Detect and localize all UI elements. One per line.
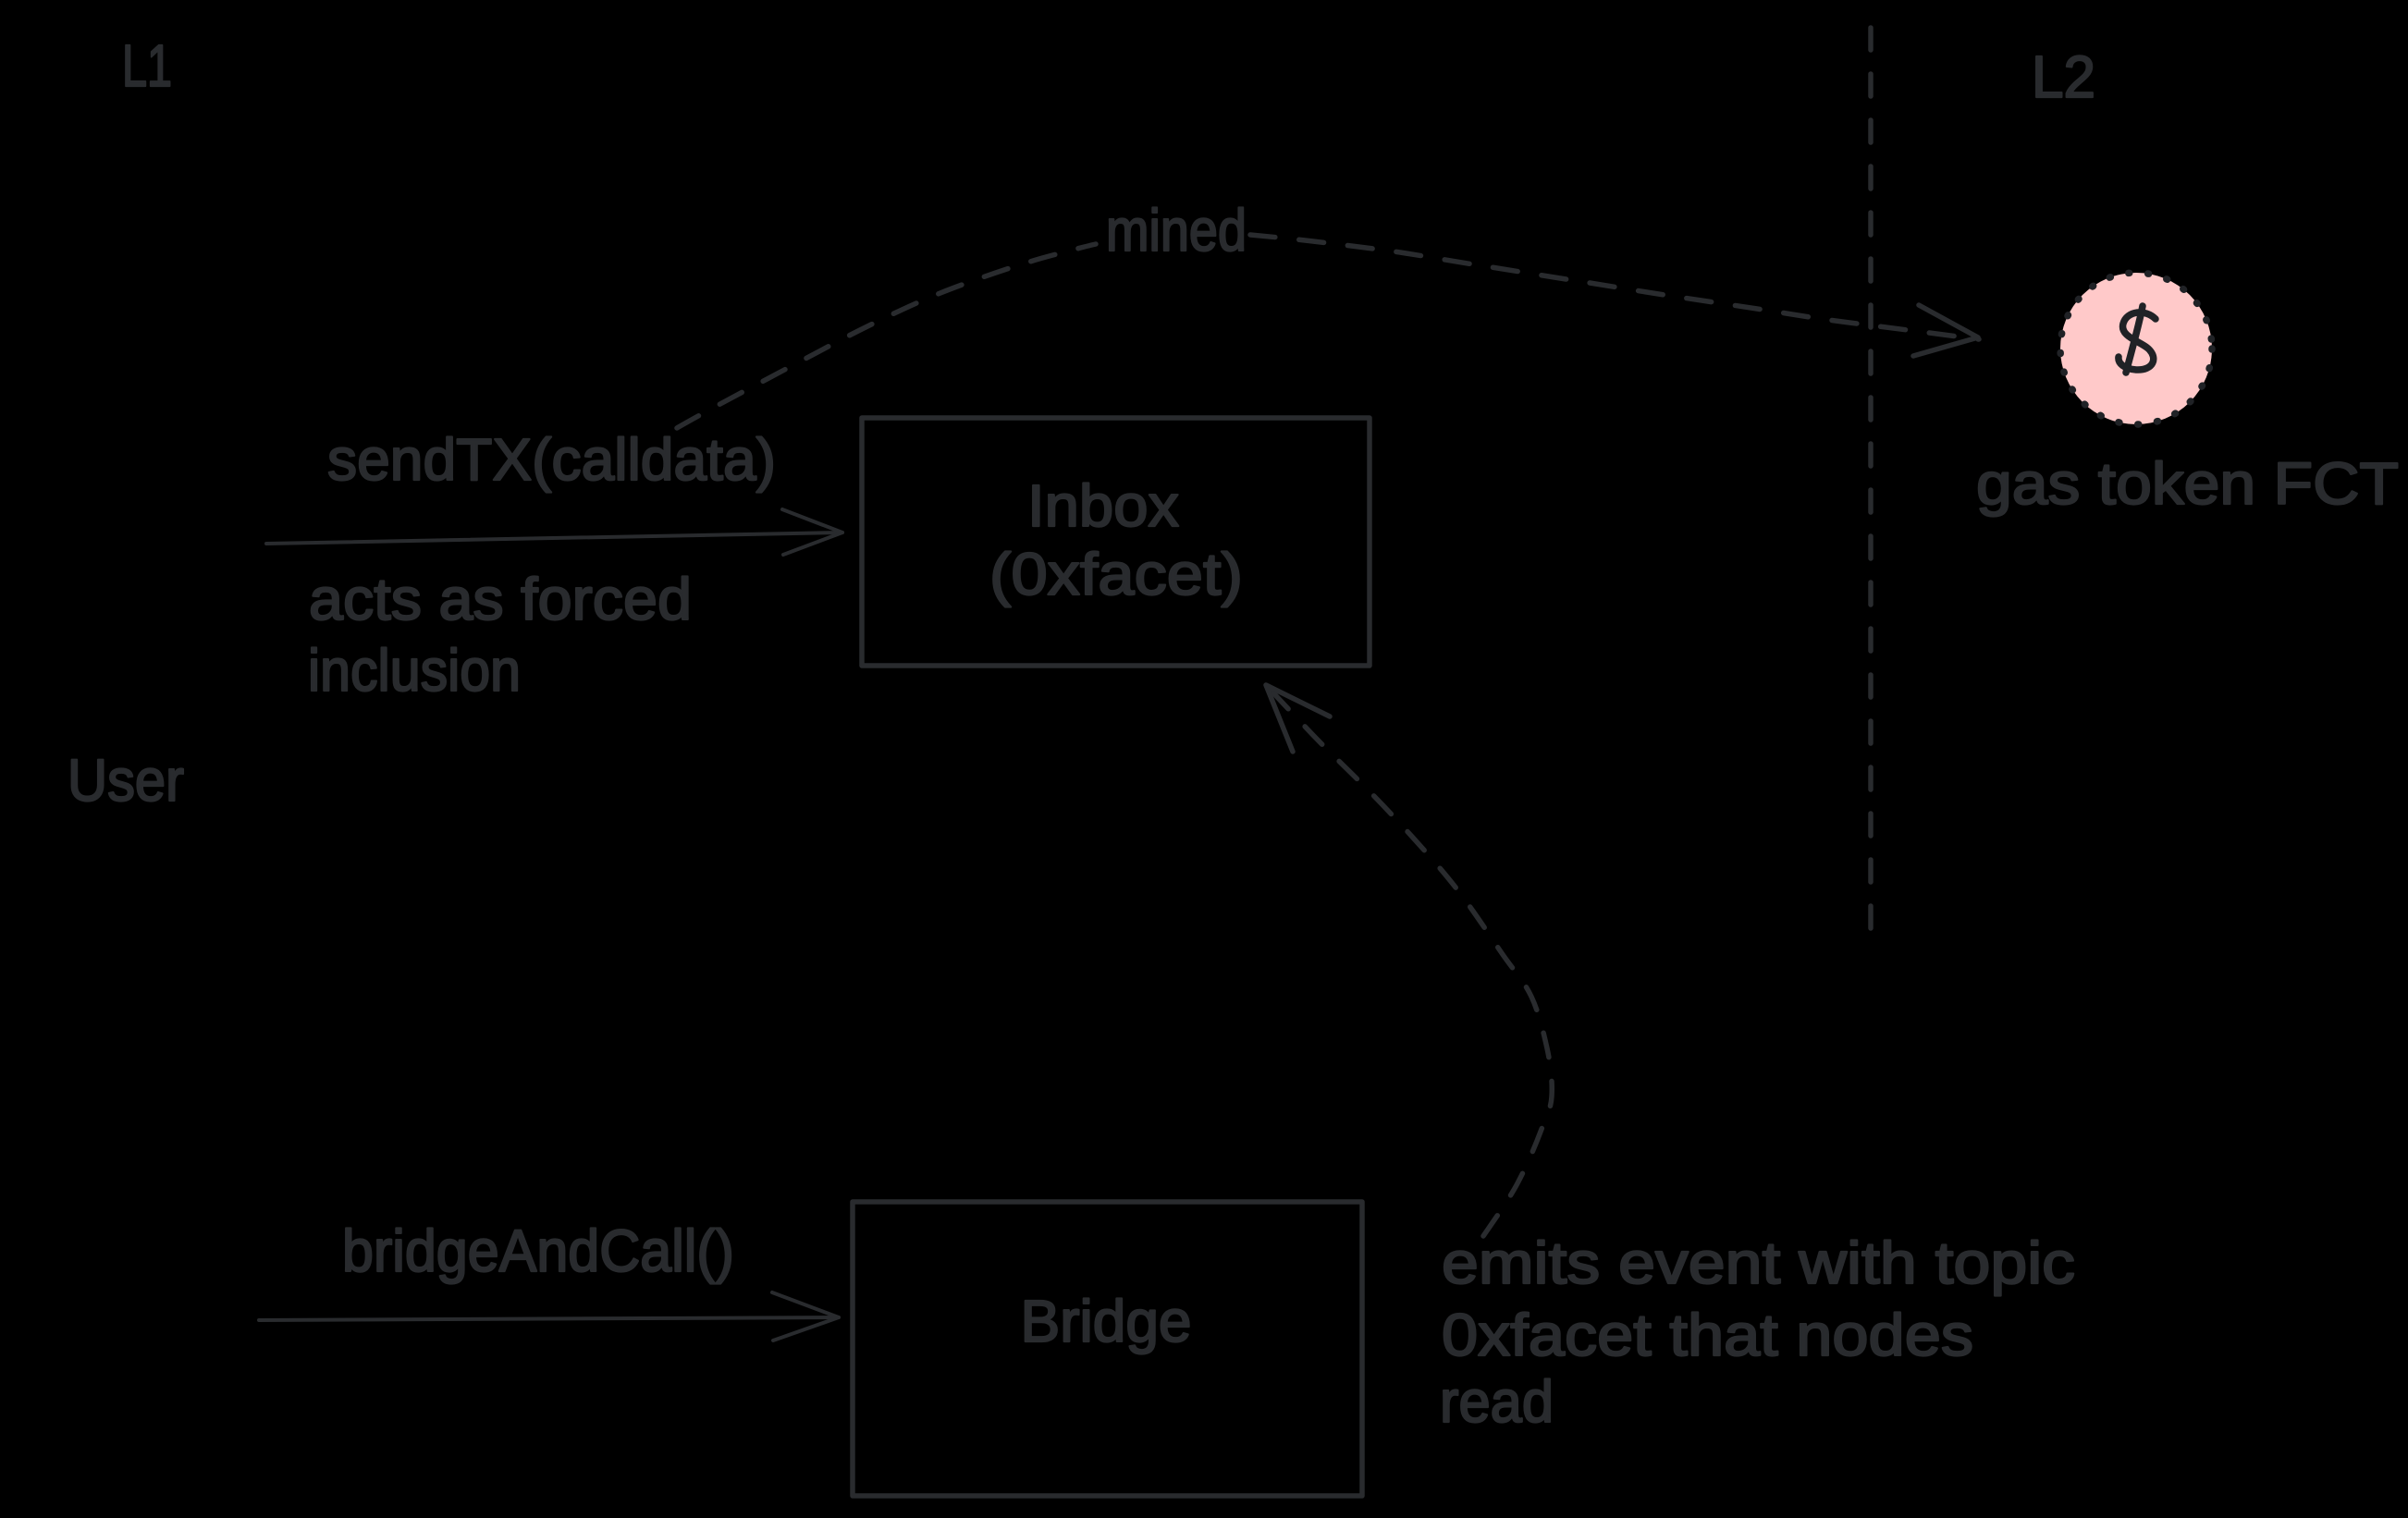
svg-text:emits event with topic: emits event with topic (1442, 1230, 2075, 1296)
svg-text:L1: L1 (122, 32, 172, 99)
svg-text:bridgeAndCall(): bridgeAndCall() (342, 1218, 734, 1284)
svg-text:User: User (68, 747, 184, 814)
svg-text:0xfacet that nodes: 0xfacet that nodes (1442, 1302, 1973, 1368)
svg-text:sendTX(calldata): sendTX(calldata) (327, 426, 776, 493)
svg-text:mined: mined (1106, 197, 1247, 263)
svg-text:(0xfacet): (0xfacet) (989, 541, 1243, 607)
svg-text:inclusion: inclusion (308, 637, 521, 704)
svg-text:read: read (1440, 1368, 1554, 1435)
svg-text:gas token FCT: gas token FCT (1976, 450, 2399, 517)
svg-text:Inbox: Inbox (1027, 472, 1179, 539)
svg-text:Bridge: Bridge (1021, 1288, 1192, 1354)
svg-text:L2: L2 (2032, 43, 2095, 110)
svg-text:acts as forced: acts as forced (309, 566, 692, 632)
